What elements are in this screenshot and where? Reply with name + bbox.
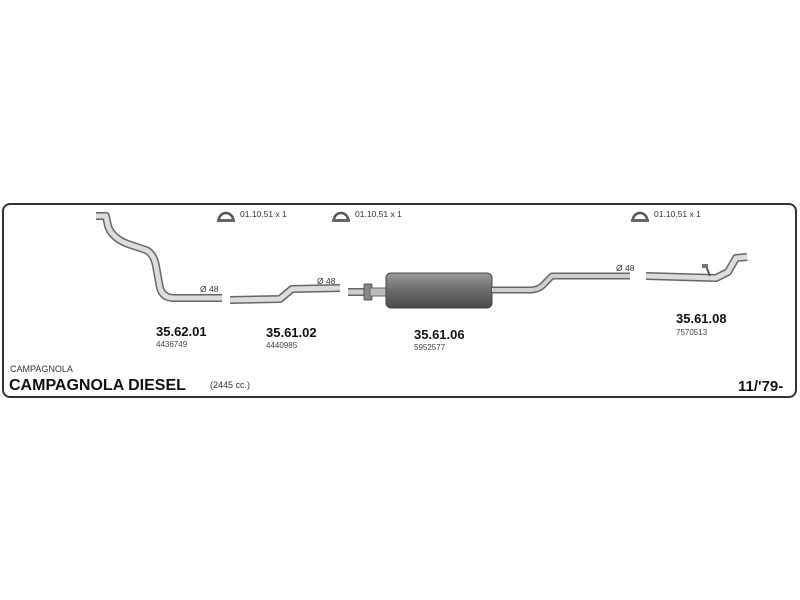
part-number: 35.61.02 — [266, 325, 317, 340]
oe-number: 4436749 — [156, 340, 188, 349]
part-number: 35.62.01 — [156, 324, 207, 339]
intermediate-pipe-35-61-02 — [229, 284, 341, 304]
brand-label: CAMPAGNOLA — [10, 364, 73, 374]
model-title: CAMPAGNOLA DIESEL — [9, 377, 186, 394]
muffler-35-61-06 — [348, 272, 630, 309]
diameter-label: Ø 48 — [616, 263, 635, 273]
diameter-label: Ø 48 — [317, 276, 336, 286]
clamp-label: 01.10.51 x 1 — [355, 209, 402, 219]
part-number: 35.61.06 — [414, 327, 465, 342]
oe-number: 5952577 — [414, 343, 446, 352]
exhaust-clamp-icon — [631, 211, 649, 222]
tail-pipe-35-61-08 — [645, 253, 748, 282]
front-pipe-35-62-01 — [96, 212, 222, 302]
engine-capacity: (2445 cc.) — [210, 380, 251, 390]
clamp-label: 01.10.51 x 1 — [240, 209, 287, 219]
part-number: 35.61.08 — [676, 311, 727, 326]
oe-number: 7570513 — [676, 328, 708, 337]
exhaust-clamp-icon — [332, 211, 350, 222]
diameter-label: Ø 48 — [200, 284, 219, 294]
exhaust-clamp-icon — [217, 211, 235, 222]
clamp-label: 01.10.51 x 1 — [654, 209, 701, 219]
production-date: 11/'79- — [738, 378, 784, 395]
oe-number: 4440985 — [266, 341, 298, 350]
